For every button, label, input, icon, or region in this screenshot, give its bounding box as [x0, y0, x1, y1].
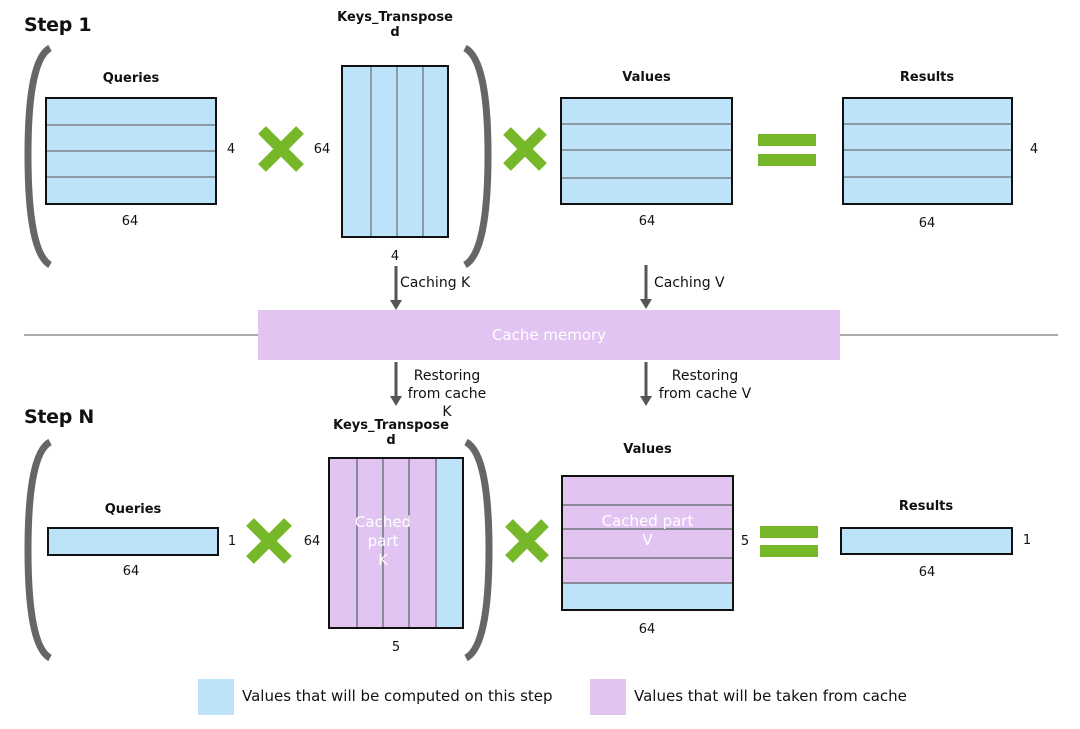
values-cols-dim: 64	[638, 622, 656, 637]
row-divider	[563, 557, 732, 559]
results-rows-dim: 4	[1029, 142, 1039, 157]
queries-cols-dim: 64	[122, 564, 140, 579]
cached-v-line1: Cached part	[601, 512, 694, 530]
queries-label: Queries	[104, 502, 162, 517]
col-divider	[382, 459, 384, 627]
restoring-v-line1: Restoring	[671, 368, 739, 384]
row-divider	[563, 582, 732, 584]
cached-region	[563, 477, 732, 583]
queries-matrix	[47, 527, 219, 556]
results-label: Results	[899, 70, 955, 85]
cache-memory-block: Cache memory	[258, 310, 840, 360]
cached-part-v-text: Cached part V	[563, 512, 732, 550]
values-cols-dim: 64	[638, 214, 656, 229]
caching-v-arrow-icon	[640, 265, 652, 309]
values-matrix: Cached part V	[561, 475, 734, 611]
col-divider	[408, 459, 410, 627]
col-divider	[396, 67, 398, 236]
row-divider	[844, 176, 1011, 178]
equals-icon	[758, 134, 816, 146]
results-matrix	[840, 527, 1013, 555]
caching-k-label: Caching K	[400, 275, 471, 291]
row-divider	[47, 176, 215, 178]
row-divider	[47, 150, 215, 152]
cached-k-line2: part	[367, 532, 399, 550]
values-rows-dim: 5	[740, 534, 750, 549]
keys-label-line2: d	[386, 433, 396, 448]
equals-icon	[760, 526, 818, 538]
values-label: Values	[623, 442, 672, 457]
keys-matrix	[341, 65, 449, 238]
divider-line-right	[840, 334, 1058, 336]
queries-rows-dim: 4	[226, 142, 236, 157]
cached-k-line1: Cached	[354, 513, 412, 531]
keys-cols-dim: 5	[391, 640, 401, 655]
keys-label-line1: Keys_Transpose	[337, 10, 453, 25]
cached-k-line3: K	[378, 551, 388, 569]
keys-label-line2: d	[390, 25, 400, 40]
multiply-icon	[258, 126, 304, 172]
restoring-k-line2: from cache K	[407, 386, 487, 420]
row-divider	[563, 504, 732, 506]
col-divider	[370, 67, 372, 236]
equals-icon-bar	[758, 154, 816, 166]
col-divider	[356, 459, 358, 627]
restoring-v-line2: from cache V	[658, 386, 752, 402]
keys-rows-dim: 64	[303, 534, 321, 549]
values-matrix	[560, 97, 733, 205]
restoring-v-label: Restoring from cache V	[652, 367, 758, 403]
step-n-title: Step N	[24, 406, 94, 428]
col-divider	[435, 459, 437, 627]
keys-transposed-label: Keys_Transpose d	[320, 10, 470, 40]
cached-v-line2: V	[642, 531, 653, 549]
results-rows-dim: 1	[1022, 533, 1032, 548]
queries-label: Queries	[102, 71, 160, 86]
restoring-k-line1: Restoring	[413, 368, 481, 384]
results-label: Results	[898, 499, 954, 514]
keys-label-line1: Keys_Transpose	[333, 418, 449, 433]
values-label: Values	[622, 70, 671, 85]
step-1-title: Step 1	[24, 14, 92, 36]
queries-rows-dim: 1	[227, 534, 237, 549]
legend-swatch-computed	[198, 679, 234, 715]
legend-label-computed: Values that will be computed on this ste…	[242, 687, 553, 705]
multiply-icon	[246, 518, 292, 564]
keys-matrix: Cached part K	[328, 457, 464, 629]
results-cols-dim: 64	[918, 565, 936, 580]
queries-cols-dim: 64	[121, 214, 139, 229]
restoring-k-label: Restoring from cache K	[402, 367, 492, 421]
row-divider	[562, 123, 731, 125]
results-cols-dim: 64	[918, 216, 936, 231]
cached-part-k-text: Cached part K	[348, 513, 418, 570]
col-divider	[422, 67, 424, 236]
caching-v-label: Caching V	[654, 275, 725, 291]
row-divider	[562, 149, 731, 151]
restoring-k-arrow-icon	[390, 362, 402, 406]
row-divider	[844, 149, 1011, 151]
legend-swatch-cached	[590, 679, 626, 715]
multiply-icon	[505, 519, 549, 563]
divider-line-left	[24, 334, 258, 336]
caching-k-arrow-icon	[390, 266, 402, 310]
keys-rows-dim: 64	[313, 142, 331, 157]
restoring-v-arrow-icon	[640, 362, 652, 406]
row-divider	[844, 123, 1011, 125]
row-divider	[47, 124, 215, 126]
keys-transposed-label: Keys_Transpose d	[316, 418, 466, 448]
legend-label-cached: Values that will be taken from cache	[634, 687, 907, 705]
row-divider	[562, 177, 731, 179]
multiply-icon	[503, 127, 547, 171]
results-matrix	[842, 97, 1013, 205]
keys-cols-dim: 4	[390, 249, 400, 264]
row-divider	[563, 528, 732, 530]
equals-icon-bar	[760, 545, 818, 557]
queries-matrix	[45, 97, 217, 205]
